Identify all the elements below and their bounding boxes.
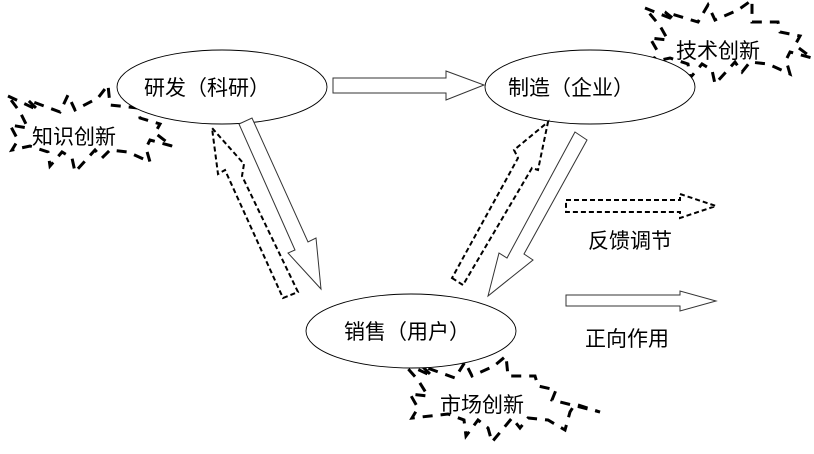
legend-feedback-arrow [565, 192, 720, 220]
legend-feedback-label: 反馈调节 [588, 229, 672, 253]
edge-manufacturing-to-sales-arrow [487, 131, 588, 298]
legend-forward: 正向作用 [565, 290, 718, 351]
burst-shape-icon [643, 0, 813, 88]
edge-rnd-to-sales-arrow [238, 117, 322, 291]
legend-feedback: 反馈调节 [565, 192, 720, 253]
node-manufacturing: 制造（企业） [484, 49, 696, 125]
node-sales-label: 销售（用户） [344, 320, 470, 344]
legend-forward-arrow [565, 290, 718, 312]
node-rnd-label: 研发（科研） [144, 76, 270, 100]
market-innovation-burst: 市场创新 [400, 353, 601, 446]
node-sales: 销售（用户） [305, 293, 517, 369]
node-manufacturing-ellipse [484, 49, 696, 125]
node-manufacturing-label: 制造（企业） [508, 76, 634, 100]
edge-sales-to-manufacturing-feedback-arrow [450, 119, 550, 287]
knowledge-innovation-burst: 知识创新 [6, 81, 173, 176]
node-rnd-ellipse [116, 49, 328, 125]
edge-sales-to-rnd-feedback-arrow [210, 124, 300, 300]
technology-innovation-label: 技术创新 [676, 39, 760, 63]
node-sales-ellipse [305, 293, 517, 369]
market-innovation-label: 市场创新 [440, 393, 524, 417]
edge-rnd-to-manufacturing-arrow [332, 70, 486, 101]
node-rnd: 研发（科研） [116, 49, 328, 125]
technology-innovation-burst: 技术创新 [643, 0, 813, 88]
burst-shape-icon [400, 353, 601, 446]
legend-forward-label: 正向作用 [585, 327, 669, 351]
knowledge-innovation-label: 知识创新 [32, 125, 116, 149]
